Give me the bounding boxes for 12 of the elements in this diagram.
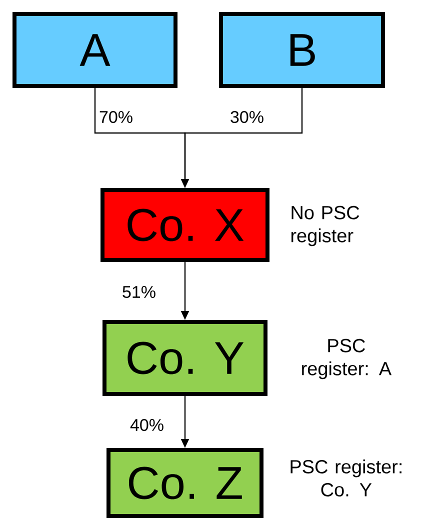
- edge-label: 40%: [128, 418, 165, 432]
- edge-label: 70%: [98, 110, 134, 124]
- note-text: PSC register: A: [302, 338, 392, 380]
- company-box: Co. X: [100, 188, 270, 262]
- company-box: B: [219, 12, 385, 88]
- company-box: Co. Y: [102, 320, 268, 396]
- company-box: Co. Z: [106, 448, 264, 518]
- company-box: A: [12, 12, 178, 88]
- edge-label: 51%: [120, 285, 157, 299]
- edge-label: 30%: [228, 110, 265, 124]
- note-text: No PSC register: [291, 206, 360, 246]
- note-text: PSC register: Co. Y: [290, 460, 402, 496]
